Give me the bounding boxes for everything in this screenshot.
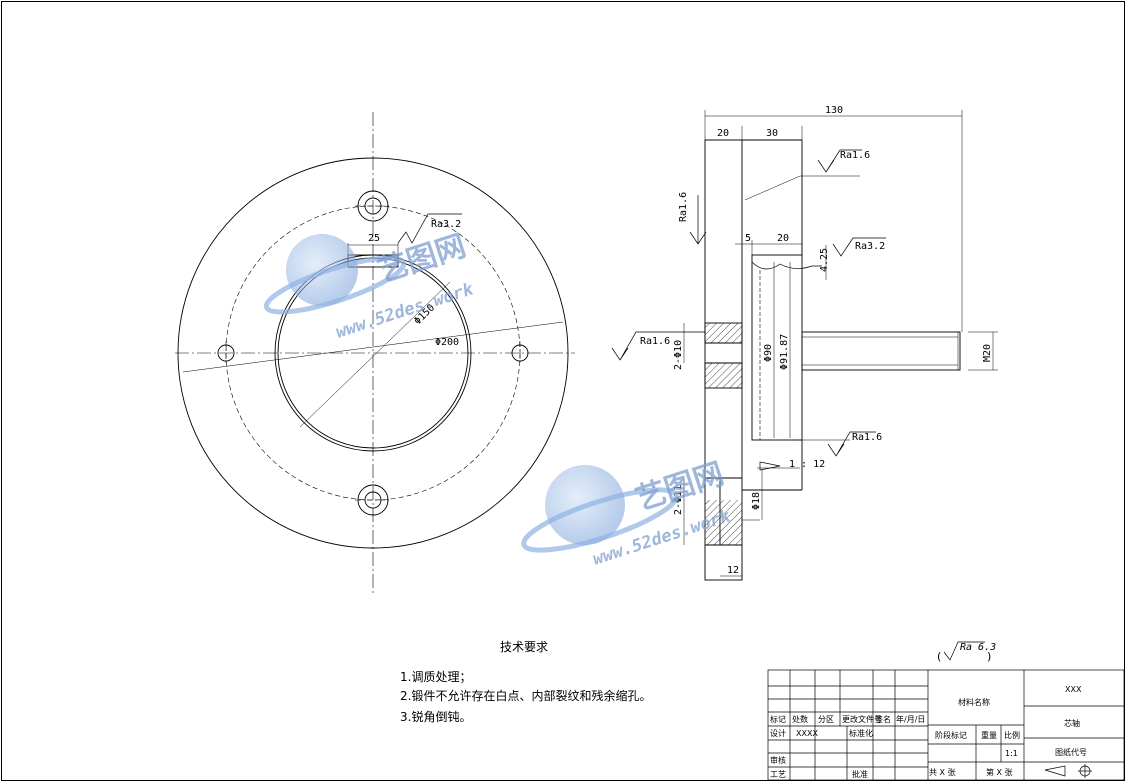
taper: 1 : 12 bbox=[789, 459, 825, 470]
surface-note: ( Ra 6.3 ) bbox=[937, 641, 996, 663]
dim-hole: 2-Φ10 bbox=[673, 340, 684, 370]
surface-note-value: Ra 6.3 bbox=[960, 642, 996, 653]
watermark-brand-1: 艺图网 bbox=[374, 229, 470, 290]
tb-drawing-no: 图纸代号 bbox=[1055, 747, 1087, 757]
dim-bore-offset: 5 bbox=[745, 233, 751, 244]
tb-process: 工艺 bbox=[770, 770, 786, 779]
dim-bore-depth: 20 bbox=[777, 233, 789, 244]
tb-sign: 签名 bbox=[875, 714, 891, 724]
hatch-upper bbox=[704, 322, 743, 344]
tb-material: 材料名称 bbox=[958, 697, 990, 707]
tech-requirements: 技术要求 1.调质处理； 2.锻件不允许存在白点、内部裂纹和残余缩孔。 3.锐角… bbox=[400, 640, 651, 724]
section-view bbox=[611, 110, 998, 581]
requirement-1: 1.调质处理； bbox=[400, 670, 471, 684]
dim-bore2: Φ91.87 bbox=[779, 334, 790, 370]
tb-zone: 分区 bbox=[818, 715, 834, 724]
tb-total: 共 X 张 bbox=[929, 768, 956, 777]
section-view-text: 130 20 30 5 20 4.25 2-Φ10 2-Φ11 Φ90 Φ91.… bbox=[640, 105, 993, 576]
dim-bore: Φ90 bbox=[763, 344, 774, 362]
tb-count: 处数 bbox=[792, 714, 808, 724]
tb-part-name: 芯轴 bbox=[1064, 718, 1080, 728]
bore bbox=[751, 254, 803, 441]
tb-check: 审核 bbox=[770, 755, 786, 765]
svg-text:): ) bbox=[987, 650, 991, 663]
dim-thread-len: 12 bbox=[727, 565, 739, 576]
dim-slot-width: 25 bbox=[368, 233, 380, 244]
watermark-url-1: www.52des.work bbox=[333, 279, 476, 343]
dim-flange: 20 bbox=[717, 128, 729, 139]
tb-company: XXX bbox=[1065, 685, 1082, 694]
tb-weight: 重量 bbox=[981, 730, 997, 740]
title-block-text: 材料名称 XXX 芯轴 图纸代号 阶段标记 重量 比例 1:1 标记 处数 分区… bbox=[770, 685, 1087, 779]
tb-approve: 批准 bbox=[852, 769, 868, 779]
tb-designer: XXXX bbox=[796, 729, 818, 738]
tb-change: 更改文件号 bbox=[842, 714, 882, 724]
dim-hub: 30 bbox=[766, 128, 778, 139]
dim-shaft: M20 bbox=[982, 344, 993, 362]
dim-counterbore: 2-Φ11 bbox=[673, 485, 684, 515]
dim-chamfer: 4.25 bbox=[819, 248, 830, 272]
tb-scale: 1:1 bbox=[1005, 749, 1018, 758]
dim-small: Φ18 bbox=[751, 492, 762, 510]
tb-mark: 标记 bbox=[770, 714, 786, 724]
requirement-2: 2.锻件不允许存在白点、内部裂纹和残余缩孔。 bbox=[400, 688, 651, 703]
tb-stage: 阶段标记 bbox=[935, 730, 967, 740]
requirements-title: 技术要求 bbox=[500, 640, 548, 654]
outer-circle bbox=[177, 157, 569, 549]
roughness-2: Ra1.6 bbox=[678, 192, 689, 222]
hatch-lower bbox=[705, 500, 742, 545]
hatch-upper2 bbox=[704, 362, 743, 389]
dim-overall: 130 bbox=[825, 105, 843, 116]
roughness-1: Ra1.6 bbox=[840, 150, 870, 161]
roughness-3: Ra3.2 bbox=[855, 241, 885, 252]
shaft bbox=[801, 331, 961, 371]
roughness-slot: Ra3.2 bbox=[431, 219, 461, 230]
tb-design: 设计 bbox=[770, 728, 786, 738]
tb-page: 第 X 张 bbox=[986, 767, 1013, 777]
requirement-3: 3.锐角倒钝。 bbox=[400, 710, 471, 724]
roughness-5: Ra1.6 bbox=[852, 432, 882, 443]
tb-scale-label: 比例 bbox=[1004, 730, 1020, 740]
tb-standard: 标准化 bbox=[849, 728, 873, 738]
dim-outer-dia: Φ200 bbox=[435, 337, 459, 348]
roughness-4: Ra1.6 bbox=[640, 336, 670, 347]
title-block bbox=[767, 669, 1125, 781]
svg-text:(: ( bbox=[937, 650, 941, 663]
front-view bbox=[175, 112, 575, 595]
watermark-2: 艺图网 www.52des.work bbox=[521, 457, 734, 570]
tb-date: 年/月/日 bbox=[896, 714, 925, 724]
